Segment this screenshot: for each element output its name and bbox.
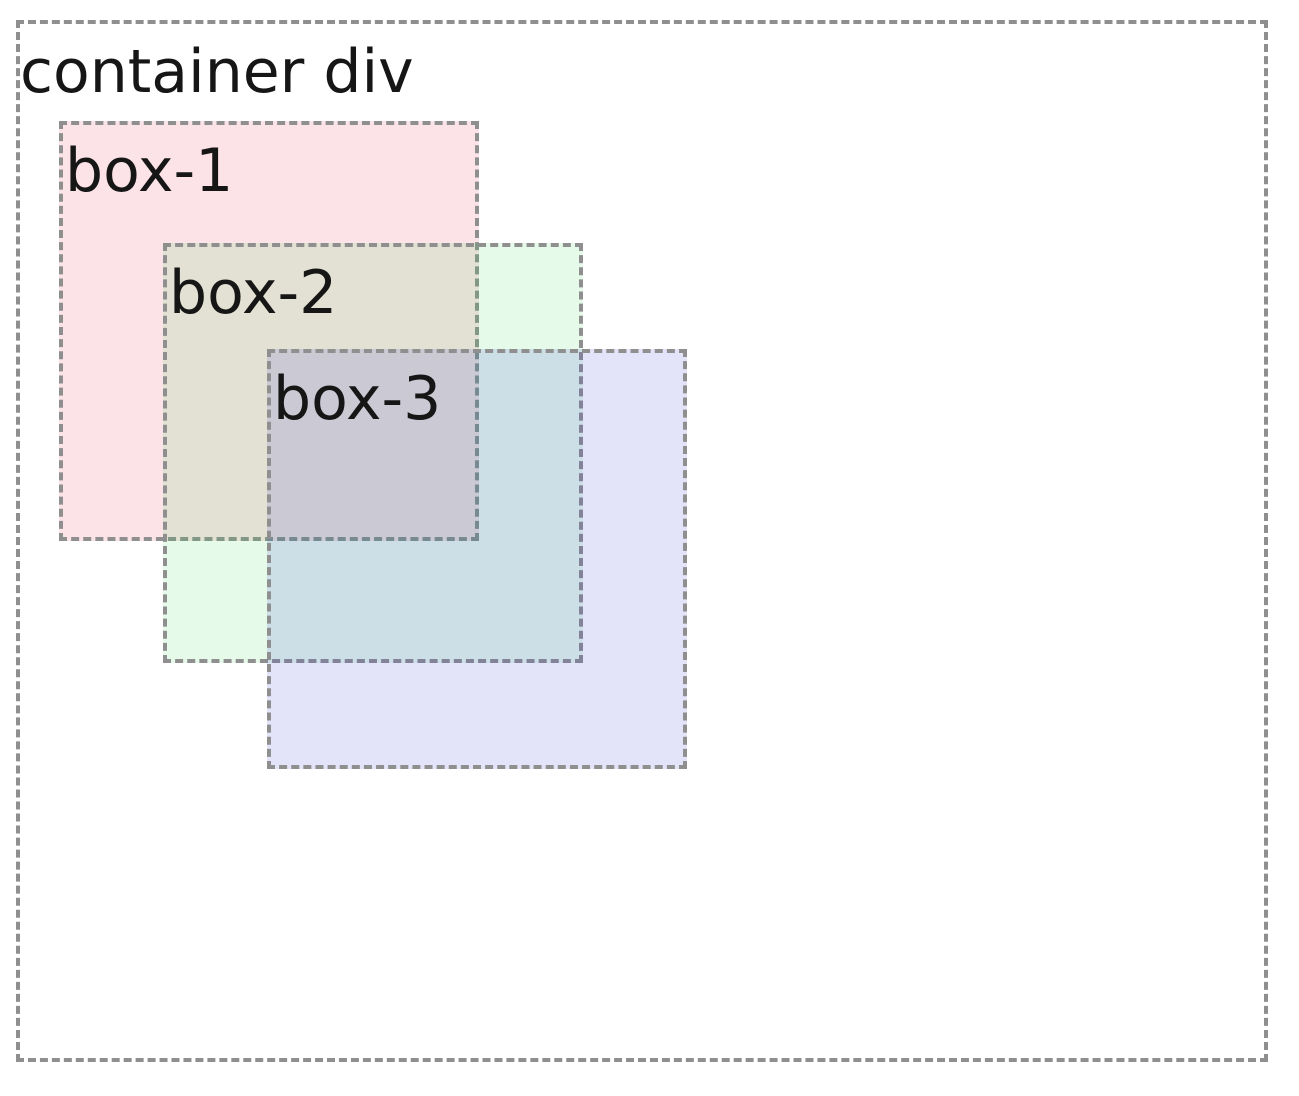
box-2-label: box-2 — [169, 258, 338, 328]
container-div: container div box-1 box-2 box-3 — [16, 20, 1268, 1062]
box-3: box-3 — [267, 349, 687, 769]
box-2: box-2 — [163, 243, 583, 663]
container-label: container div — [20, 37, 414, 107]
box-3-label: box-3 — [273, 364, 442, 434]
box-1-label: box-1 — [65, 136, 234, 206]
